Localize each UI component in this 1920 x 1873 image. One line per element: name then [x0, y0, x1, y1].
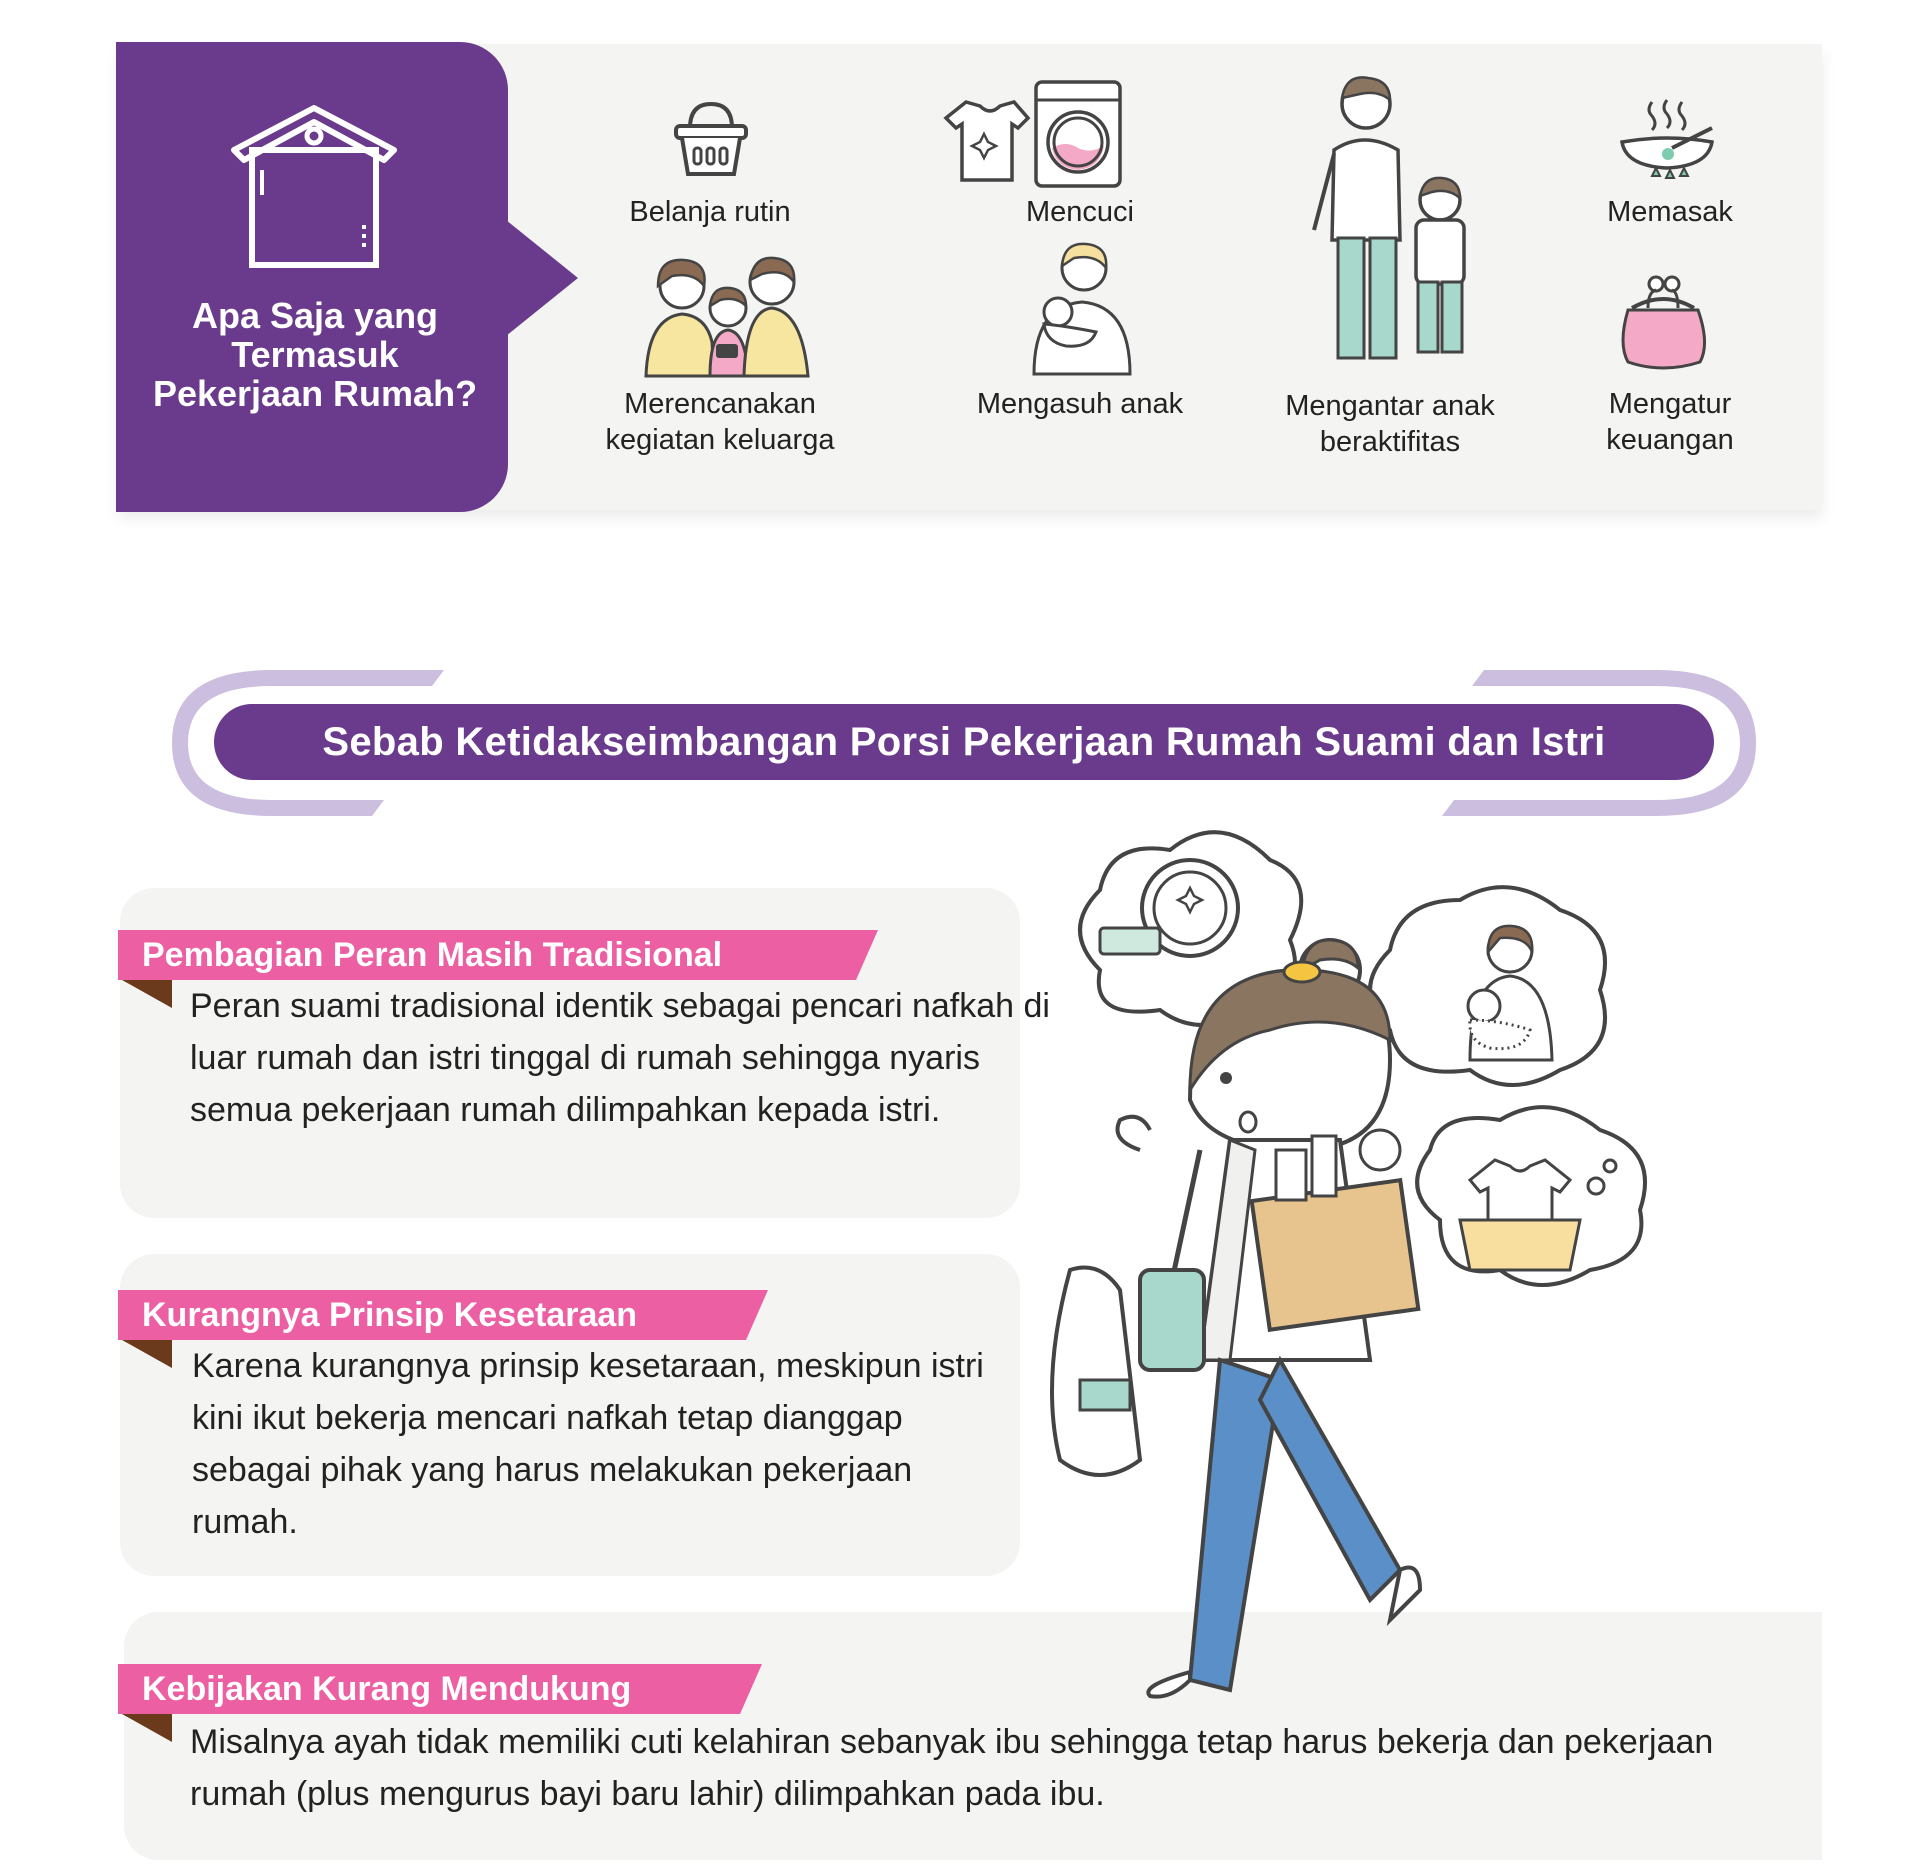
shopping-basket-icon: [674, 101, 748, 176]
task-label-mengasuh: Mengasuh anak: [976, 388, 1184, 420]
cause-body-3: Misalnya ayah tidak memiliki cuti kelahi…: [190, 1723, 1714, 1813]
cause-title-3: Kebijakan Kurang Mendukung: [118, 1664, 762, 1714]
father-holding-baby-icon: [1032, 242, 1132, 376]
cooking-pan-icon: [1619, 99, 1715, 179]
busy-woman-illustration: [1050, 830, 1647, 1699]
task-label-mencuci: Mencuci: [1026, 196, 1134, 228]
panel-title: Apa Saja yang Termasuk Pekerjaan Rumah?: [152, 295, 478, 414]
coin-purse-icon: [1621, 275, 1706, 370]
washing-machine-icon: [943, 80, 1122, 188]
tag-fold-2: [122, 1340, 172, 1368]
task-label-mengantar: Mengantar anak beraktifitas: [1285, 390, 1495, 458]
father-and-child-icon: [1312, 76, 1466, 360]
task-label-merencanakan: Merencanakan kegiatan keluarga: [605, 388, 835, 456]
cause-title-2: Kurangnya Prinsip Kesetaraan: [118, 1290, 768, 1340]
cause-title-1: Pembagian Peran Masih Tradisional: [118, 930, 878, 980]
cause-card-3: [124, 1612, 1822, 1860]
task-label-memasak: Memasak: [1607, 196, 1733, 228]
section-header-frame: [172, 670, 1756, 816]
task-label-belanja: Belanja rutin: [629, 196, 791, 228]
cause-body-1: Peran suami tradisional identik sebagai …: [190, 987, 1050, 1129]
task-label-keuangan: Mengatur keuangan: [1606, 388, 1734, 456]
house-icon: [231, 105, 397, 268]
tag-fold-3: [122, 1714, 172, 1742]
cause-body-2: Karena kurangnya prinsip kesetaraan, mes…: [192, 1347, 984, 1541]
family-planning-icon: [644, 256, 810, 378]
tag-fold-1: [122, 980, 172, 1008]
section-title: Sebab Ketidakseimbangan Porsi Pekerjaan …: [214, 704, 1714, 780]
title-box-pointer: [506, 220, 578, 336]
